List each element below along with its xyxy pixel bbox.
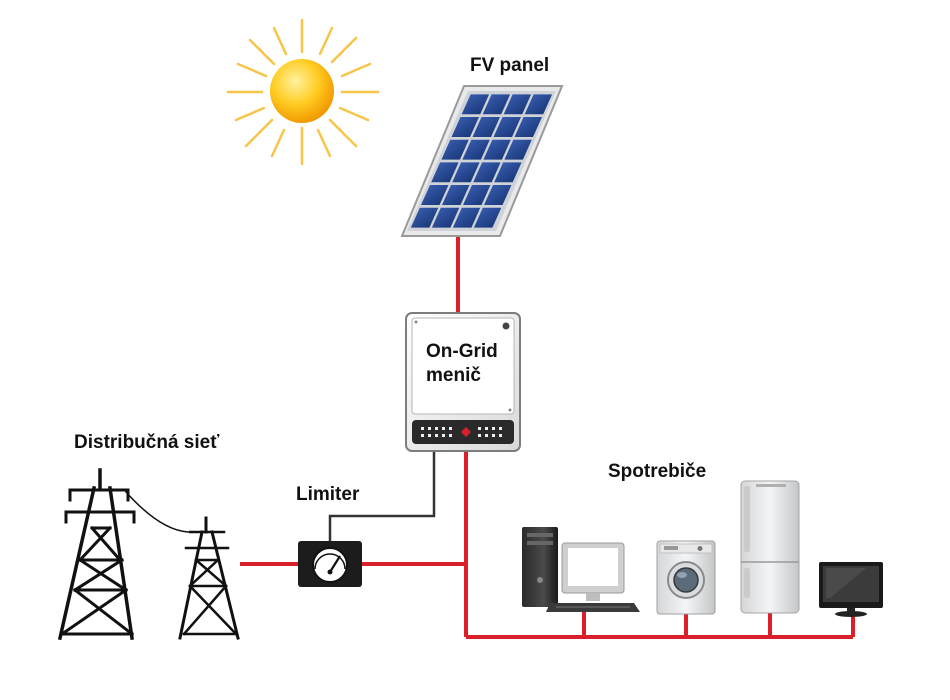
solar-cell <box>482 94 511 115</box>
inverter-label-line2: menič <box>426 365 481 386</box>
tv-monitor-icon <box>819 562 883 617</box>
signal-line <box>328 450 436 542</box>
solar-cell <box>503 94 532 115</box>
solar-cell <box>421 185 449 205</box>
solar-cell <box>461 94 490 115</box>
limiter-label: Limiter <box>296 484 360 505</box>
solar-cell <box>524 94 553 115</box>
solar-cell <box>494 162 522 183</box>
solar-cell <box>431 207 460 228</box>
meter-icon <box>298 541 362 587</box>
solar-cell <box>472 117 500 137</box>
consumers-label: Spotrebiče <box>608 461 707 482</box>
solar-cell <box>504 139 532 160</box>
solar-cell <box>462 139 490 160</box>
solar-cell <box>483 139 511 160</box>
fv-panel-label: FV panel <box>470 55 550 76</box>
solar-cell <box>442 185 470 205</box>
inverter-icon <box>405 312 521 452</box>
solar-cell <box>463 185 491 205</box>
solar-cell <box>441 139 469 160</box>
washing-machine-icon <box>656 540 716 615</box>
solar-cell <box>473 162 501 183</box>
solar-cell <box>410 207 439 228</box>
power-lines <box>240 236 855 639</box>
solar-cell <box>451 117 479 137</box>
inverter-label: On-Grid menič <box>426 340 498 388</box>
solar-cell <box>514 117 542 137</box>
fridge-icon <box>740 480 800 614</box>
solar-cell <box>493 117 521 137</box>
solar-cell <box>452 162 480 183</box>
solar-panel-icon <box>400 85 564 237</box>
sun-icon <box>226 18 380 166</box>
solar-cell <box>452 207 481 228</box>
solar-cell <box>484 185 512 205</box>
grid-label: Distribučná sieť <box>74 432 220 453</box>
solar-cell <box>431 162 459 183</box>
inverter-label-line1: On-Grid <box>426 341 498 362</box>
power-tower-icon <box>57 468 240 641</box>
desktop-computer-icon <box>522 527 640 612</box>
solar-cell <box>473 207 502 228</box>
